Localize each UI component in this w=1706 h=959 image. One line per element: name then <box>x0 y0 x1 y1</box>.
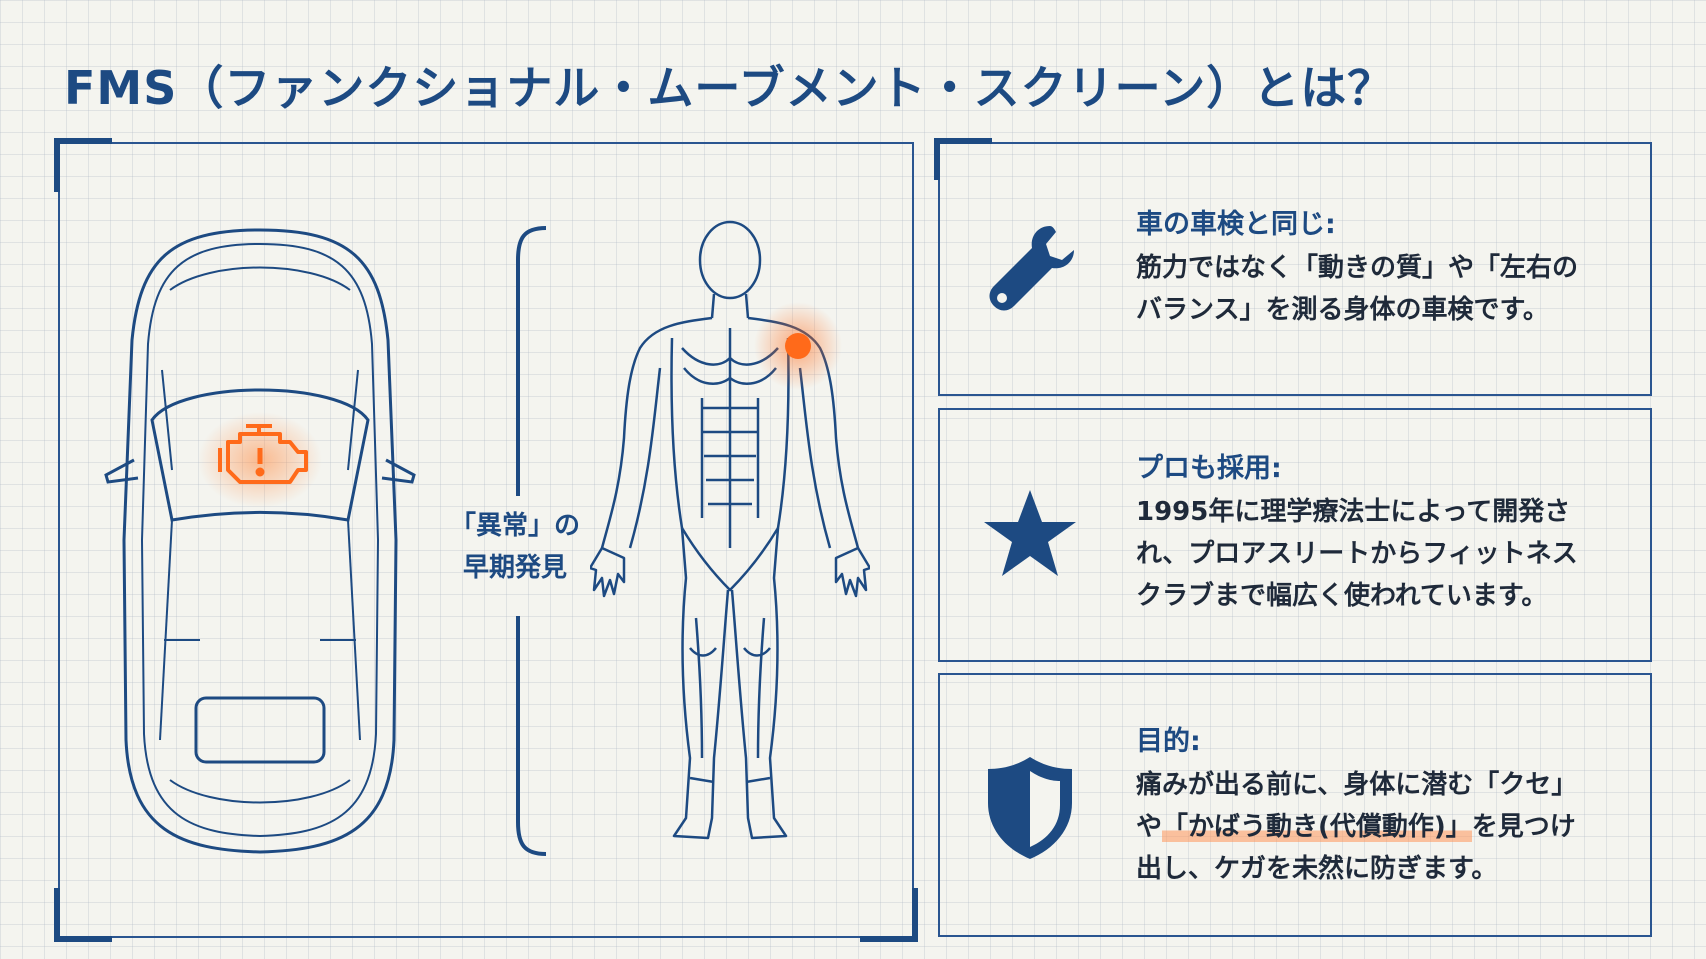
engine-warning-icon <box>218 424 308 484</box>
page-title: FMS（ファンクショナル・ムーブメント・スクリーン）とは？ <box>64 61 1395 115</box>
label-line: 「異常」の <box>449 511 580 541</box>
shield-icon <box>988 757 1072 859</box>
card-text-line: 出し、ケガを未然に防ぎます。 <box>1136 854 1498 884</box>
pain-point <box>785 333 811 359</box>
card-text-line: 痛みが出る前に、身体に潜む「クセ」 <box>1136 770 1578 800</box>
card-text-line: バランス」を測る身体の車検です。 <box>1136 295 1549 325</box>
corner-bracket <box>54 888 112 942</box>
card-text-line: や「かばう動き(代償動作)」を見つけ <box>1136 806 1630 848</box>
illustration-panel <box>54 138 918 942</box>
text-segment: を見つけ <box>1471 812 1576 842</box>
car-top-view-icon <box>104 228 416 854</box>
star-icon <box>984 490 1076 576</box>
bracket-left <box>516 226 547 856</box>
card-text-line: 筋力ではなく「動きの質」や「左右の <box>1136 253 1579 283</box>
corner-bracket <box>934 138 992 180</box>
highlighted-text: 「かばう動き(代償動作)」 <box>1162 812 1472 842</box>
corner-bracket <box>860 888 918 942</box>
info-card-pro: プロも採用: 1995年に理学療法士によって開発さ れ、プロアスリートからフィッ… <box>938 408 1652 662</box>
text-segment: や <box>1136 812 1163 842</box>
card-text-line: クラブまで幅広く使われています。 <box>1136 581 1548 611</box>
card-heading: プロも採用: <box>1136 453 1282 484</box>
early-detection-label: 「異常」の 早期発見 <box>440 505 590 589</box>
card-text-line: 1995年に理学療法士によって開発さ <box>1136 497 1571 527</box>
info-card-checkup: 車の車検と同じ: 筋力ではなく「動きの質」や「左右の バランス」を測る身体の車検… <box>934 138 1652 396</box>
card-heading: 目的: <box>1136 726 1201 757</box>
card-heading: 車の車検と同じ: <box>1136 209 1336 240</box>
wrench-icon <box>989 226 1074 311</box>
card-text-line: れ、プロアスリートからフィットネス <box>1136 539 1578 569</box>
corner-bracket <box>54 138 112 192</box>
human-anatomy-icon <box>590 220 870 840</box>
info-card-purpose: 目的: 痛みが出る前に、身体に潜む「クセ」 や「かばう動き(代償動作)」を見つけ… <box>938 673 1652 937</box>
label-line: 早期発見 <box>462 553 567 583</box>
